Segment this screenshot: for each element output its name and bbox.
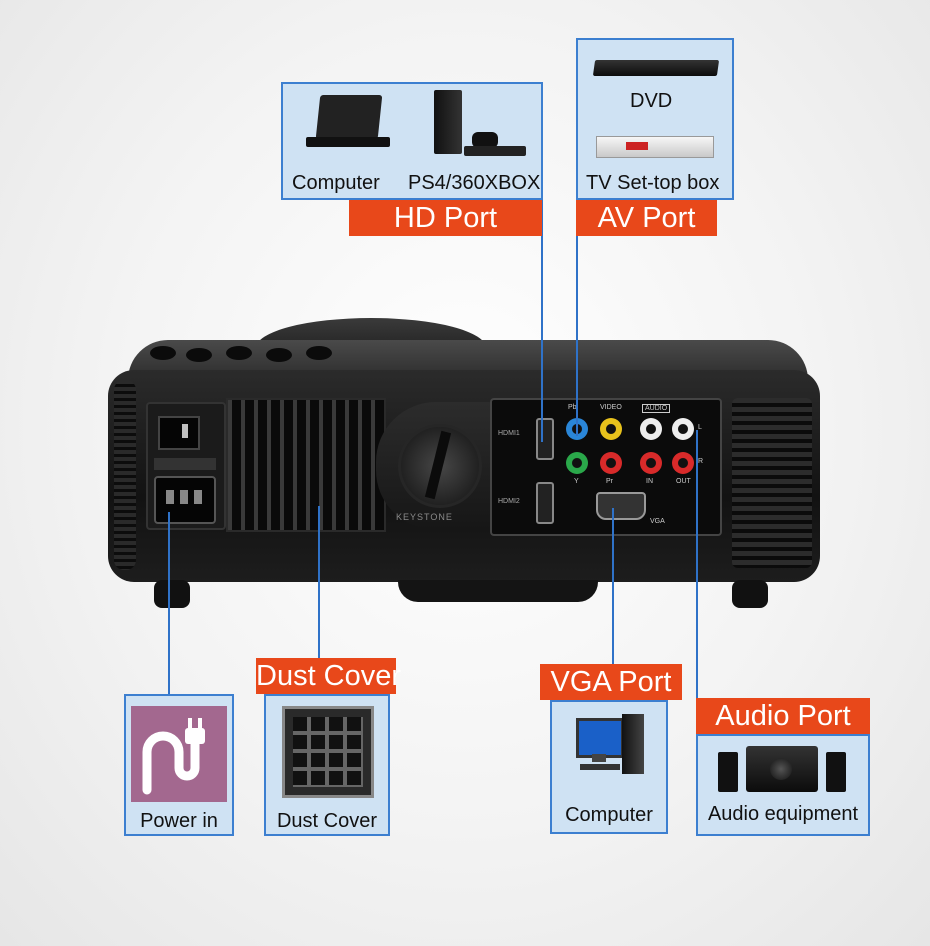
audio-label: AUDIO (642, 404, 671, 413)
speaker-system-icon (718, 746, 848, 794)
power-caption: Power in (140, 810, 218, 832)
vga-port (596, 492, 646, 520)
vga-label: VGA (650, 518, 665, 525)
rca-green (566, 452, 588, 474)
pb-label: Pb (568, 404, 577, 411)
keystone-area: KEYSTONE (376, 402, 496, 530)
dust-cover-label: Dust Cover (256, 658, 402, 694)
keystone-dial (398, 424, 482, 508)
hd-port-label: HD Port (349, 200, 542, 236)
power-plug-icon (131, 706, 227, 802)
base-lip (398, 580, 598, 602)
top-buttons (150, 340, 350, 374)
rca-red-3 (672, 452, 694, 474)
keystone-text: KEYSTONE (396, 512, 453, 522)
foot-left (154, 580, 190, 608)
rca-yellow (600, 418, 622, 440)
foot-right (732, 580, 768, 608)
dvd-player-icon (592, 56, 720, 82)
power-line (168, 512, 170, 694)
hd-line (541, 82, 543, 442)
power-socket (154, 476, 216, 524)
set-top-box-icon (596, 134, 714, 160)
pr-label: Pr (606, 478, 613, 485)
hdmi1-label: HDMI1 (498, 430, 520, 437)
game-console-icon (434, 90, 526, 158)
desktop-computer-icon (576, 714, 648, 782)
hd-device-console: PS4/360XBOX (408, 172, 541, 194)
vent-grille (226, 398, 386, 532)
laptop-icon (306, 95, 390, 155)
hdmi2-port (536, 482, 554, 524)
in-label: IN (646, 478, 653, 485)
av-device-dvd: DVD (630, 90, 673, 112)
audio-caption: Audio equipment (707, 803, 859, 825)
r-label: R (698, 458, 704, 465)
vga-caption: Computer (565, 804, 653, 826)
audio-port-label: Audio Port (696, 698, 870, 734)
power-switch (158, 416, 200, 450)
av-device-settop: TV Set-top box (586, 172, 720, 194)
rca-red-1 (600, 452, 622, 474)
y-label: Y (574, 478, 579, 485)
rca-white-1 (640, 418, 662, 440)
rca-white-2 (672, 418, 694, 440)
hdmi2-label: HDMI2 (498, 498, 520, 505)
hd-device-computer: Computer (292, 172, 380, 194)
power-panel (146, 402, 226, 530)
hdmi1-port (536, 418, 554, 460)
video-label: VIDEO (600, 404, 622, 411)
av-port-label: AV Port (576, 200, 717, 236)
dust-filter-icon (282, 706, 374, 798)
vga-line (612, 508, 614, 666)
audio-line (696, 430, 698, 698)
io-panel: HDMI1 HDMI2 Pb VIDEO AUDIO L R Y Pr IN O… (490, 398, 722, 536)
dust-line (318, 506, 320, 658)
rca-red-2 (640, 452, 662, 474)
out-label: OUT (676, 478, 691, 485)
l-label: L (698, 424, 702, 431)
av-line (576, 38, 578, 436)
projector: KEYSTONE HDMI1 HDMI2 Pb VIDEO AUDIO L R … (108, 318, 820, 610)
vga-port-label: VGA Port (540, 664, 682, 700)
dust-cover-caption: Dust Cover (276, 810, 378, 832)
